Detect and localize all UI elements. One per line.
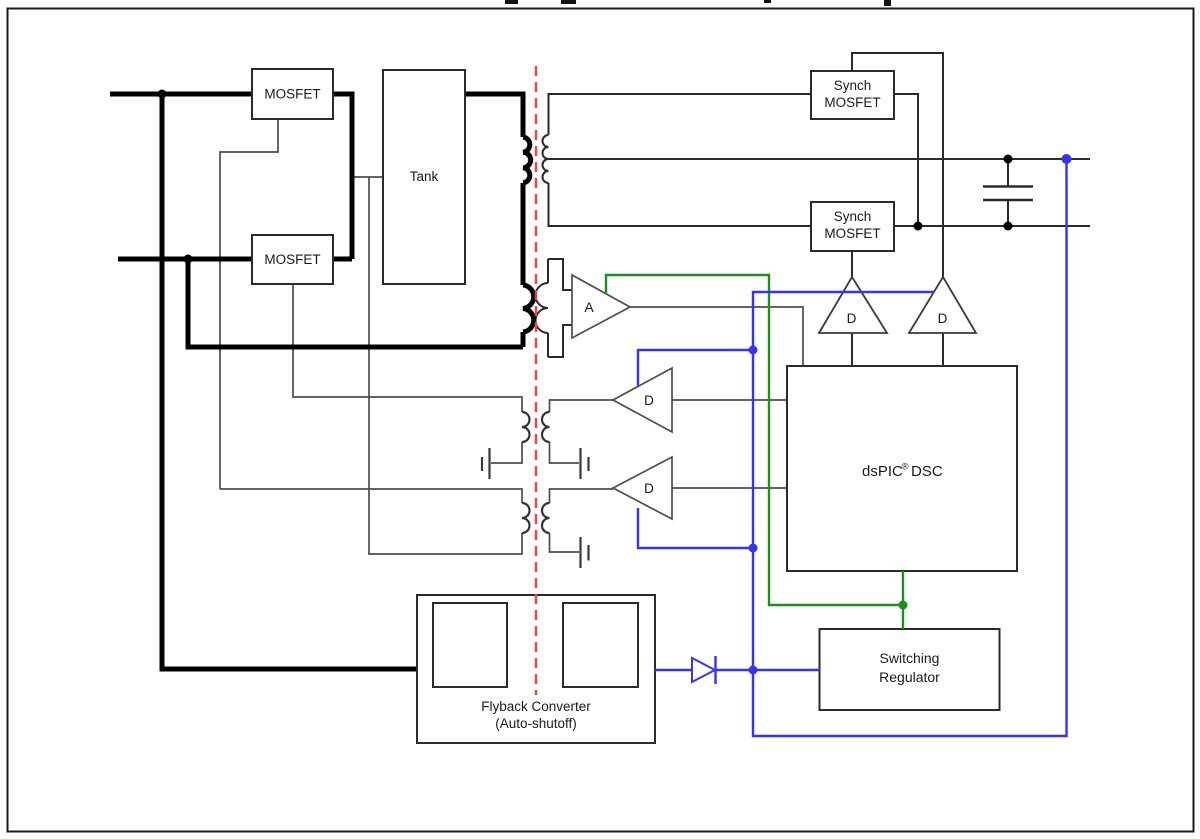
- flyback-primary-block: [432, 602, 508, 688]
- synch-mosfet-bottom-box: [810, 201, 895, 252]
- amp-a-input-bottom-wire: [548, 324, 572, 358]
- dspic-label-prefix: dsPIC: [862, 463, 903, 480]
- bias-input-wire: [159, 94, 417, 672]
- cropped-title-fragment: [764, 0, 771, 3]
- tank-box: [382, 69, 466, 285]
- amp-a-symbol: [571, 273, 632, 340]
- mosfet-top-box: [251, 68, 334, 120]
- gate-transformer2-secondary-bottom-wire: [548, 533, 579, 553]
- aux-to-driver-left1-wire: [636, 348, 753, 386]
- transformer-winding-icon: [540, 501, 550, 535]
- junction-dot-blue: [748, 345, 758, 355]
- cropped-title-fragments: [505, 0, 891, 6]
- driver-d-left1-symbol: [611, 366, 673, 434]
- driver-d-up1-symbol: [817, 275, 889, 334]
- half-bridge-switch-node: [333, 91, 355, 259]
- transformer-winding-icon: [521, 410, 531, 444]
- amp-a-feedback-wire: [604, 273, 903, 607]
- amp-a-input-top-wire: [548, 258, 572, 291]
- cropped-title-fragment: [561, 0, 576, 4]
- mosfet-bottom-label: MOSFET: [264, 252, 320, 267]
- feedback-wires: [604, 273, 905, 629]
- gate-transformer1-secondary-bottom-wire: [548, 442, 579, 464]
- cropped-title-fragment: [505, 0, 518, 4]
- junction-dots: [157, 89, 1072, 675]
- dspic-label: dsPIC ® DSC: [862, 462, 943, 481]
- aux-supply-wires: [636, 159, 1068, 738]
- synch-top-label-line1: Synch: [834, 78, 872, 93]
- transformer-winding-icon: [540, 410, 550, 444]
- tank-label: Tank: [410, 169, 439, 184]
- block-labels: MOSFET MOSFET Tank Synch MOSFET Synch MO…: [264, 78, 947, 731]
- flyback-secondary-block: [562, 602, 639, 688]
- driver-d-left2-label: D: [644, 481, 654, 496]
- tank-output-wire: [465, 91, 526, 137]
- synch-mosfet-top-box: [810, 70, 895, 120]
- junction-dot-blue: [748, 665, 758, 675]
- gate-transformer2-primary-top-wire: [220, 488, 523, 503]
- mosfet-top-gate-wire: [219, 119, 279, 489]
- driver-d-up2-symbol: [907, 275, 978, 334]
- flyback-label-line2: (Auto-shutoff): [495, 716, 577, 731]
- swreg-label-line1: Switching: [880, 650, 940, 666]
- gate-transformer2-secondary-top-wire: [548, 488, 613, 503]
- secondary-bottom-lead: [547, 183, 811, 227]
- aux-supply-loop-wire: [751, 159, 1068, 738]
- synch-mosfet-top-gate-wire: [851, 52, 944, 277]
- aux-to-driver-left2-wire: [636, 508, 753, 550]
- junction-dot-green: [898, 600, 908, 610]
- sense-primary-winding-icon: [522, 282, 537, 335]
- dspic-label-suffix: DSC: [911, 463, 943, 480]
- junction-dot-blue: [748, 543, 758, 553]
- amp-a-output-wire: [630, 306, 804, 366]
- amp-a-label: A: [584, 299, 594, 315]
- synch-mosfet-top-source-wire: [894, 93, 919, 226]
- synch-bottom-label-line1: Synch: [834, 209, 872, 224]
- swreg-label-line2: Regulator: [879, 669, 940, 685]
- cropped-title-fragment: [884, 0, 891, 6]
- junction-dot-blue: [1061, 154, 1072, 164]
- synch-bottom-label-line2: MOSFET: [824, 226, 880, 241]
- junction-dot: [183, 254, 193, 264]
- driver-d-up1-label: D: [847, 311, 857, 326]
- flyback-label-line1: Flyback Converter: [481, 699, 591, 714]
- dspic-label-registered-icon: ®: [902, 462, 909, 473]
- mosfet-bottom-gate-wire: [292, 284, 523, 412]
- transformer-primary-winding-icon: [522, 134, 534, 186]
- decoupling-symbols: [480, 448, 590, 568]
- dspic-dsc-box: [786, 365, 1018, 572]
- gate-transformer-windings: [521, 410, 550, 535]
- junction-dot: [1003, 154, 1013, 164]
- transformer-winding-icon: [521, 501, 531, 535]
- driver-d-up2-label: D: [938, 311, 948, 326]
- driver-d-left1-label: D: [644, 393, 654, 408]
- driver-d-left2-symbol: [611, 455, 673, 521]
- sense-secondary-winding-icon: [534, 282, 549, 334]
- mosfet-top-label: MOSFET: [264, 87, 320, 102]
- junction-dot: [1003, 221, 1013, 231]
- diode-icon: [691, 656, 718, 684]
- secondary-top-lead: [547, 93, 811, 135]
- gate-transformer1-primary-bottom-wire: [491, 442, 523, 464]
- amp-driver-symbols: [571, 273, 978, 521]
- mosfet-bottom-box: [251, 234, 334, 285]
- primary-return-wire: [185, 259, 523, 350]
- power-wires: [110, 91, 537, 672]
- control-wires: [219, 119, 804, 555]
- switching-regulator-box: [818, 628, 1001, 711]
- junction-dot: [913, 221, 923, 231]
- junction-dot: [157, 89, 167, 99]
- synch-top-label-line2: MOSFET: [824, 95, 880, 110]
- switch-node-return-wire: [368, 177, 523, 555]
- gate-transformer1-secondary-top-wire: [548, 399, 613, 412]
